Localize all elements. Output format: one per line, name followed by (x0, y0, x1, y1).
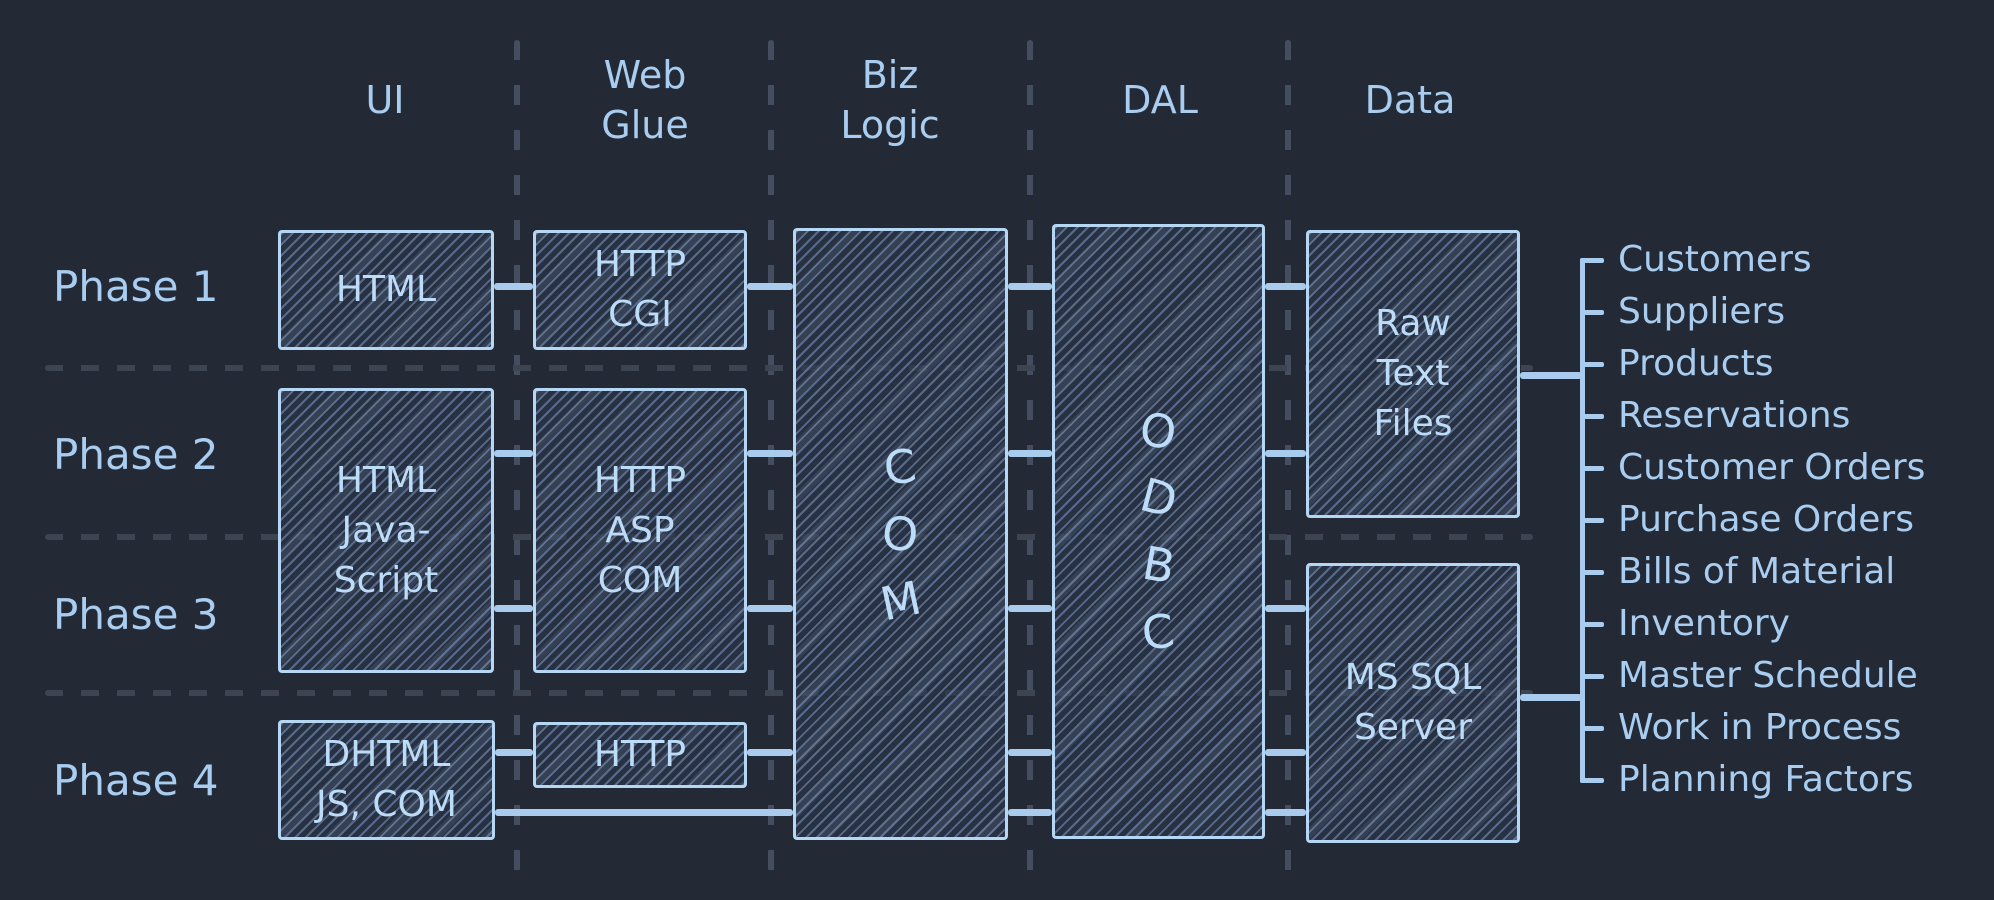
box-html-javascript: HTML Java- Script (278, 388, 494, 673)
box-http-cgi: HTTP CGI (533, 230, 747, 350)
box-dhtml-js-com: DHTML JS, COM (278, 720, 495, 840)
box-html-label: HTML (335, 269, 437, 310)
data-item-label: Customers (1618, 239, 1812, 280)
data-item-tick (1580, 674, 1604, 679)
data-item-tick (1580, 258, 1604, 263)
phase-label-2: Phase 2 (53, 430, 219, 479)
connector (1520, 694, 1582, 701)
data-item-tick (1580, 518, 1604, 523)
connector (1265, 749, 1306, 756)
data-item-tick (1580, 726, 1604, 731)
data-item-label: Work in Process (1618, 707, 1902, 748)
box-com: C O M (793, 228, 1008, 840)
connector (1520, 372, 1582, 379)
column-header-ui: UI (365, 78, 405, 122)
connector (1008, 749, 1052, 756)
data-item-tick (1580, 622, 1604, 627)
box-ms-sql-server: MS SQL Server (1306, 563, 1520, 843)
phase-label-4: Phase 4 (53, 756, 219, 805)
phase-label-1: Phase 1 (53, 262, 219, 311)
column-header-dal: DAL (1122, 78, 1198, 122)
connector (1265, 605, 1306, 612)
box-odbc: O D B C (1052, 224, 1265, 839)
connector (495, 809, 793, 816)
column-header-data: Data (1364, 78, 1456, 122)
data-item-tick (1580, 310, 1604, 315)
connector (495, 749, 533, 756)
data-item-label: Bills of Material (1618, 551, 1896, 592)
connector (494, 605, 533, 612)
data-item-tick (1580, 466, 1604, 471)
connector (1008, 809, 1052, 816)
data-item-tick (1580, 362, 1604, 367)
box-raw-text-files-label: Raw Text Files (1373, 303, 1453, 444)
phase-label-3: Phase 3 (53, 590, 219, 639)
column-separator (768, 40, 774, 875)
phase-separator (45, 690, 1533, 696)
connector (747, 283, 793, 290)
box-http-asp-com: HTTP ASP COM (533, 388, 747, 673)
data-item-label: Products (1618, 343, 1774, 384)
connector (1265, 283, 1306, 290)
connector (494, 450, 533, 457)
connector (747, 749, 793, 756)
box-http-phase4-label: HTTP (593, 734, 687, 775)
connector (1008, 283, 1052, 290)
box-http-phase4: HTTP (533, 722, 747, 788)
box-html-javascript-label: HTML Java- Script (333, 459, 439, 601)
column-separator (1285, 40, 1291, 875)
data-item-label: Inventory (1618, 603, 1790, 644)
connector (494, 283, 533, 290)
data-item-label: Suppliers (1618, 291, 1786, 332)
box-html: HTML (278, 230, 494, 350)
connector (1008, 605, 1052, 612)
connector (1265, 809, 1306, 816)
phase-separator (45, 365, 1533, 371)
data-item-label: Purchase Orders (1618, 499, 1914, 540)
box-ms-sql-server-label: MS SQL Server (1344, 657, 1482, 748)
data-item-label: Reservations (1618, 395, 1851, 436)
box-raw-text-files: Raw Text Files (1306, 230, 1520, 518)
connector (747, 450, 793, 457)
data-item-label: Planning Factors (1618, 759, 1914, 800)
connector (1008, 450, 1052, 457)
data-item-tick (1580, 570, 1604, 575)
column-header-biz-logic: Biz Logic (840, 53, 940, 147)
box-com-label: C O M (875, 437, 926, 632)
phase-separator (45, 534, 1533, 540)
connector (1265, 450, 1306, 457)
data-item-label: Customer Orders (1618, 447, 1926, 488)
box-odbc-label: O D B C (1134, 401, 1183, 661)
box-http-asp-com-label: HTTP ASP COM (593, 459, 687, 601)
data-item-tick (1580, 778, 1604, 783)
data-item-tick (1580, 414, 1604, 419)
data-item-label: Master Schedule (1618, 655, 1918, 696)
connector (747, 605, 793, 612)
column-separator (514, 40, 520, 875)
box-dhtml-js-com-label: DHTML JS, COM (316, 734, 457, 825)
column-separator (1027, 40, 1033, 875)
box-http-cgi-label: HTTP CGI (593, 244, 687, 335)
column-header-web-glue: Web Glue (601, 53, 689, 147)
